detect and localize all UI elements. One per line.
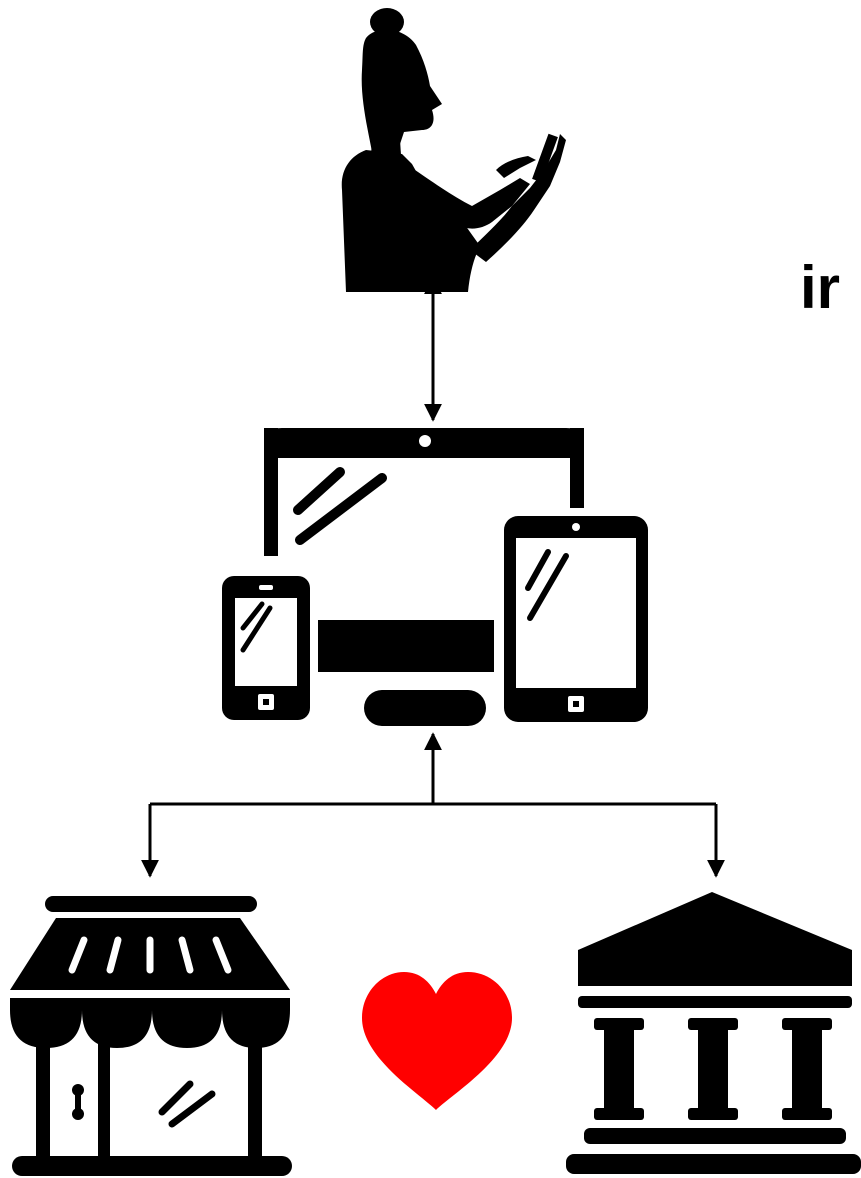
heart-icon (362, 972, 512, 1110)
storefront-icon (10, 896, 292, 1176)
multi-device-icon (222, 428, 648, 726)
bank-building-icon (566, 892, 861, 1174)
clipped-heading-text: ir (800, 258, 840, 318)
woman-using-phone-icon (342, 8, 566, 292)
tablet-icon (504, 516, 648, 722)
connector-devices-branches (150, 734, 716, 876)
smartphone-icon (222, 576, 310, 720)
